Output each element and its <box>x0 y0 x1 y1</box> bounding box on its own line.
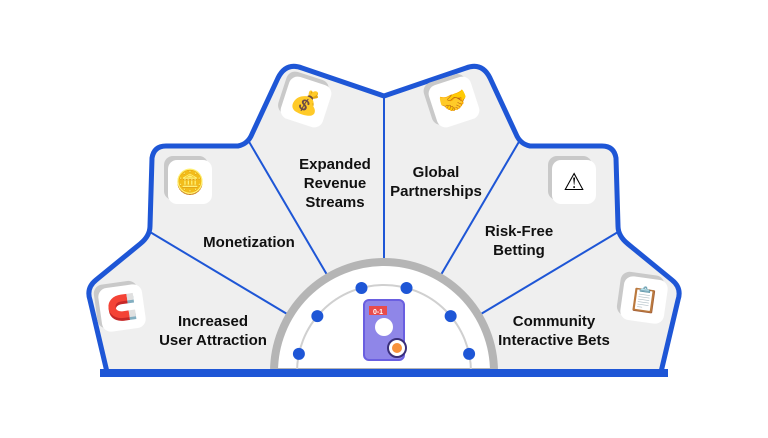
ring-dots <box>292 281 476 360</box>
svg-text:0-1: 0-1 <box>373 309 383 316</box>
label-community-interactive-bets: Community Interactive Bets <box>498 313 610 349</box>
bet-slip-icon: 📋 <box>619 275 669 325</box>
label-global-partnerships: Global Partnerships <box>390 164 482 200</box>
label-risk-free-betting: Risk-Free Betting <box>484 223 554 259</box>
magnet-icon: 🧲 <box>97 283 147 333</box>
ring-dot <box>311 310 324 323</box>
ring-dot <box>292 347 305 360</box>
chips-warning-icon: ⚠ <box>552 160 596 204</box>
ring-dot <box>355 281 368 294</box>
label-expanded-revenue-streams: Expanded Revenue Streams <box>299 156 371 211</box>
base-bar <box>100 369 668 377</box>
ring-dot <box>444 310 457 323</box>
label-increased-user-attraction: Increased User Attraction <box>159 313 267 349</box>
ring-dot <box>400 281 413 294</box>
ring-dot <box>463 347 476 360</box>
coin-click-icon: 🪙 <box>168 160 212 204</box>
label-monetization: Monetization <box>203 234 295 251</box>
mobile-betting-app-icon: 0-1 <box>363 299 407 361</box>
divider-lines <box>149 96 619 373</box>
